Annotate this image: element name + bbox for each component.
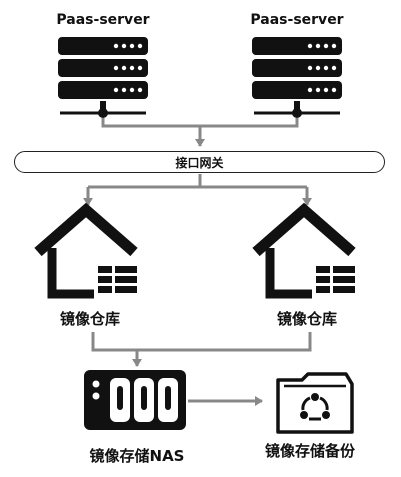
connector-gateway-to-repos xyxy=(83,174,312,206)
backup-folder-icon xyxy=(276,372,354,434)
api-gateway: 接口网关 xyxy=(14,151,385,173)
warehouse-icon xyxy=(252,202,356,299)
connector-servers-to-gateway xyxy=(101,118,299,147)
nas-label: 镜像存储NAS xyxy=(89,447,185,465)
backup-label: 镜像存储备份 xyxy=(264,442,356,460)
warehouse-icon xyxy=(34,202,138,299)
connector-repos-to-nas xyxy=(91,332,312,367)
gateway-label: 接口网关 xyxy=(175,155,224,170)
server-icon xyxy=(252,37,342,118)
server-label: Paas-server xyxy=(250,12,344,28)
nas-storage-icon xyxy=(84,370,186,430)
server-label: Paas-server xyxy=(56,12,150,28)
repository-label: 镜像仓库 xyxy=(276,310,338,328)
repository-label: 镜像仓库 xyxy=(59,310,121,328)
server-icon xyxy=(58,37,148,118)
